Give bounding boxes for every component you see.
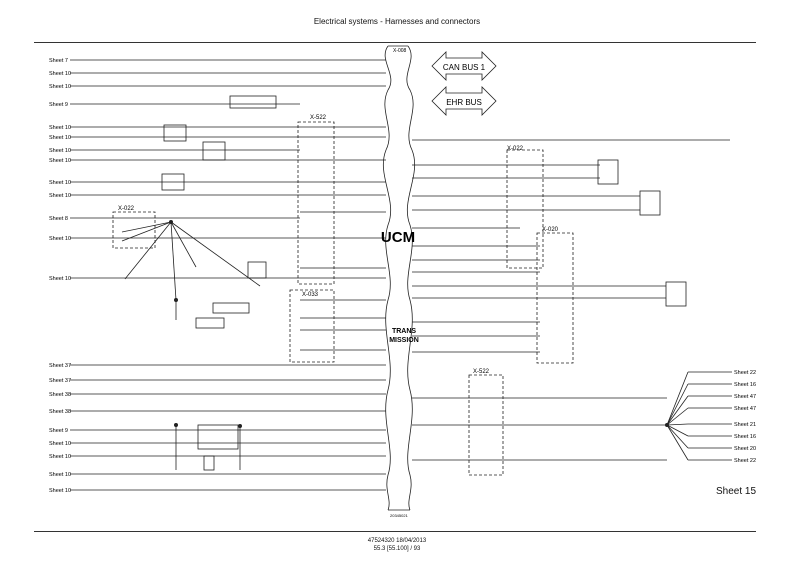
footer-page-ref: 55.3 [55.100] / 93 — [373, 546, 421, 552]
ehr-bus-label: EHR BUS — [446, 98, 482, 107]
left-sheet-ref[interactable]: Sheet 10 — [49, 472, 71, 478]
connector-x022-right: X-022 — [507, 146, 524, 152]
footer-doc-id: 47524320 18/04/2013 — [367, 538, 427, 544]
left-sheet-ref[interactable]: Sheet 10 — [49, 488, 71, 494]
ucm-label: UCM — [381, 229, 415, 246]
connector-x522-top: X-522 — [310, 115, 327, 121]
left-sheet-ref[interactable]: Sheet 10 — [49, 193, 71, 199]
connector-x020: X-020 — [542, 227, 559, 233]
left-sheet-ref[interactable]: Sheet 10 — [49, 135, 71, 141]
trans-label: TRANS — [392, 328, 416, 335]
right-sheet-ref[interactable]: Sheet 47 — [734, 406, 756, 412]
left-sheet-ref[interactable]: Sheet 37 — [49, 363, 71, 369]
left-sheet-ref[interactable]: Sheet 10 — [49, 71, 71, 77]
connector-x022-left: X-022 — [118, 206, 135, 212]
drawing-number: 20345021 — [390, 513, 409, 518]
left-sheet-ref[interactable]: Sheet 10 — [49, 125, 71, 131]
left-sheet-ref[interactable]: Sheet 10 — [49, 236, 71, 242]
junction-dot — [169, 220, 173, 224]
junction-dot — [174, 298, 178, 302]
right-sheet-ref[interactable]: Sheet 47 — [734, 394, 756, 400]
left-sheet-ref[interactable]: Sheet 10 — [49, 84, 71, 90]
right-sheet-ref[interactable]: Sheet 21 — [734, 422, 756, 428]
right-sheet-ref[interactable]: Sheet 16 — [734, 382, 756, 388]
left-sheet-ref[interactable]: Sheet 10 — [49, 441, 71, 447]
left-sheet-ref[interactable]: Sheet 7 — [49, 58, 68, 64]
junction-dot — [238, 424, 242, 428]
left-sheet-ref[interactable]: Sheet 38 — [49, 409, 71, 415]
page-header: Electrical systems - Harnesses and conne… — [313, 17, 481, 26]
left-sheet-ref[interactable]: Sheet 10 — [49, 158, 71, 164]
connector-x033: X-033 — [302, 292, 319, 298]
left-sheet-ref[interactable]: Sheet 37 — [49, 378, 71, 384]
left-sheet-ref[interactable]: Sheet 10 — [49, 180, 71, 186]
header-rule — [34, 42, 756, 43]
left-sheet-ref[interactable]: Sheet 10 — [49, 454, 71, 460]
connector-x522-bottom: X-522 — [473, 369, 490, 375]
right-sheet-ref[interactable]: Sheet 22 — [734, 458, 756, 464]
left-sheet-ref[interactable]: Sheet 38 — [49, 392, 71, 398]
junction-dot — [174, 423, 178, 427]
left-sheet-ref[interactable]: Sheet 10 — [49, 148, 71, 154]
can-bus-label: CAN BUS 1 — [443, 63, 486, 72]
left-sheet-ref[interactable]: Sheet 10 — [49, 276, 71, 282]
mission-label: MISSION — [389, 337, 419, 344]
right-sheet-ref[interactable]: Sheet 22 — [734, 370, 756, 376]
sheet-label: Sheet 15 — [716, 486, 757, 497]
right-sheet-ref[interactable]: Sheet 20 — [734, 446, 756, 452]
connector-x008: X-008 — [393, 48, 407, 54]
left-sheet-ref[interactable]: Sheet 9 — [49, 102, 68, 108]
right-sheet-ref[interactable]: Sheet 16 — [734, 434, 756, 440]
junction-dot — [665, 423, 669, 427]
footer-rule — [34, 531, 756, 532]
left-sheet-ref[interactable]: Sheet 9 — [49, 428, 68, 434]
left-sheet-ref[interactable]: Sheet 8 — [49, 216, 68, 222]
